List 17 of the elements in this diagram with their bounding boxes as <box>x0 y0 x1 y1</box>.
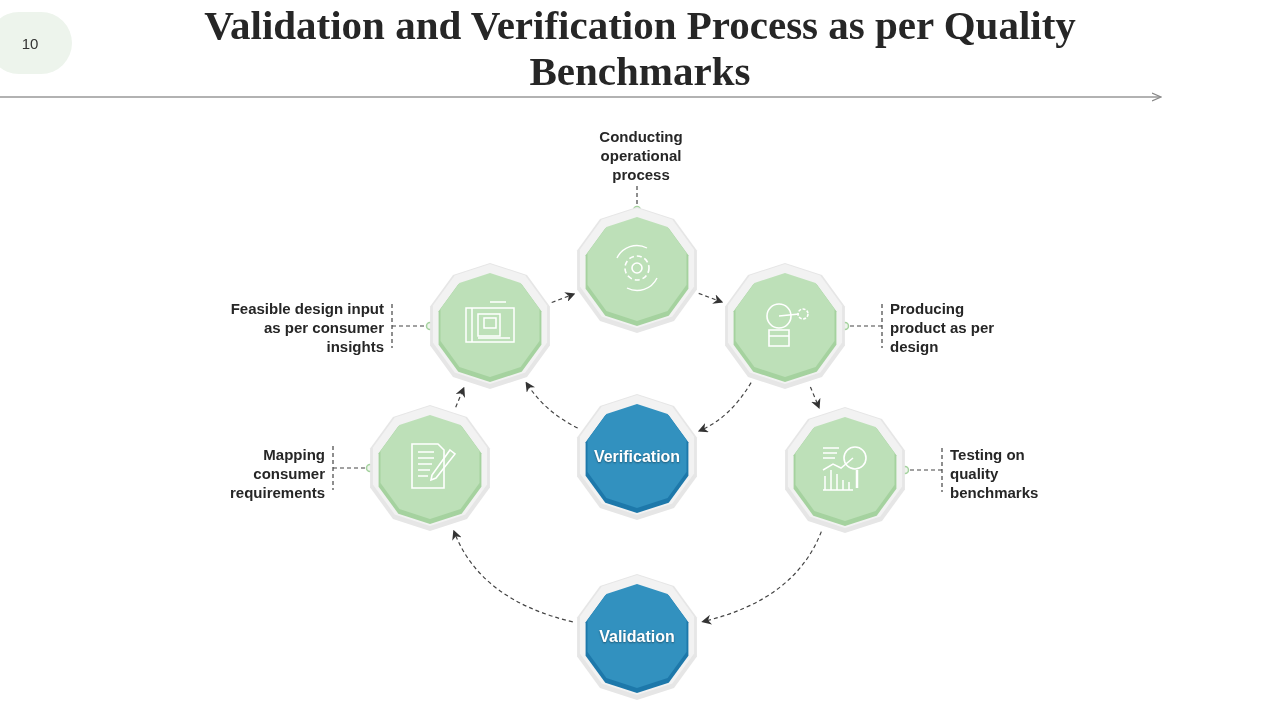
step-description: Testing on quality benchmarks <box>950 445 1060 502</box>
title: Validation and Verification Process as per Quality Benchmarks <box>203 2 1077 94</box>
arrow <box>525 381 579 429</box>
step-description: Feasible design input as per consumer insights <box>224 299 384 356</box>
page-number: 10 <box>0 12 72 74</box>
arrow <box>697 382 752 432</box>
arrow <box>455 386 465 408</box>
step-description: Mapping consumer requirements <box>195 445 325 502</box>
arrow <box>701 531 822 625</box>
step-label: Validation <box>599 628 675 646</box>
arrow <box>698 292 724 304</box>
step-label: Verification <box>593 448 681 466</box>
arrow <box>452 529 574 623</box>
step-description: Producing product as per design <box>890 299 1020 356</box>
arrow <box>551 292 576 304</box>
arrow <box>809 386 821 410</box>
step-description: Conducting operational process <box>581 127 701 184</box>
